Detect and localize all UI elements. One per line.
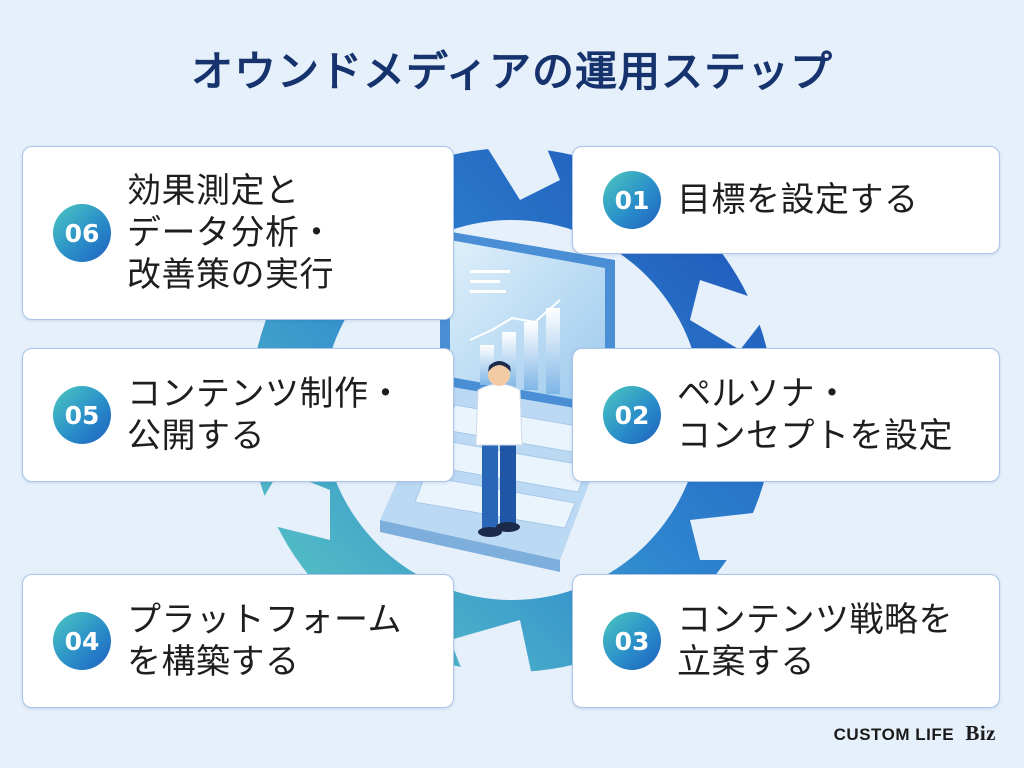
step-number-badge: 04 — [53, 612, 111, 670]
logo-part-life: LIFE — [915, 725, 955, 744]
step-text-line: 立案する — [677, 642, 815, 682]
step-text-line: コンテンツ制作・ — [127, 374, 403, 414]
step-text-line: 改善策の実行 — [127, 255, 334, 295]
step-card-05: 05 コンテンツ制作・ 公開する — [22, 348, 454, 482]
step-text-line: コンセプトを設定 — [677, 416, 953, 456]
step-card-01: 01 目標を設定する — [572, 146, 1000, 254]
step-card-04: 04 プラットフォーム を構築する — [22, 574, 454, 708]
logo-part-biz: Biz — [965, 721, 996, 745]
step-text-line: 公開する — [127, 416, 265, 456]
step-number-badge: 02 — [603, 386, 661, 444]
bar-chart-icon — [469, 270, 561, 394]
step-text-line: を構築する — [127, 642, 300, 682]
step-text-line: ペルソナ・ — [677, 374, 850, 414]
brand-logo: CUSTOM LIFE Biz — [834, 721, 996, 746]
step-number-badge: 03 — [603, 612, 661, 670]
page-title: オウンドメディアの運用ステップ — [190, 47, 834, 96]
step-number-badge: 06 — [53, 204, 111, 262]
step-number-badge: 01 — [603, 171, 661, 229]
step-card-06: 06 効果測定と データ分析・ 改善策の実行 — [22, 146, 454, 320]
step-text-line: プラットフォーム — [127, 600, 402, 640]
step-text-line: データ分析・ — [127, 213, 334, 253]
step-text-line: 目標を設定する — [677, 180, 919, 220]
step-text-line: 効果測定と — [127, 171, 300, 211]
step-card-03: 03 コンテンツ戦略を 立案する — [572, 574, 1000, 708]
person-illustration-icon — [475, 361, 523, 537]
logo-part-custom: CUSTOM — [833, 725, 911, 744]
step-text-line: コンテンツ戦略を — [677, 600, 953, 640]
step-number-badge: 05 — [53, 386, 111, 444]
step-card-02: 02 ペルソナ・ コンセプトを設定 — [572, 348, 1000, 482]
